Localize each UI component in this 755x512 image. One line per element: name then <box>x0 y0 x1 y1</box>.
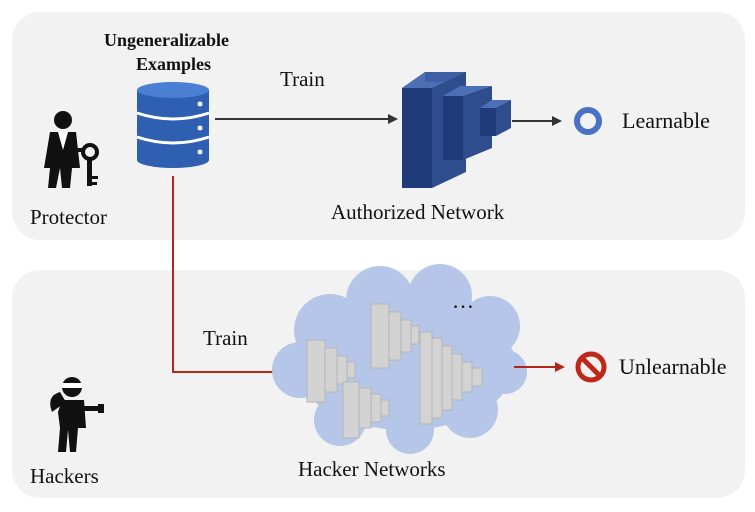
learnable-label: Learnable <box>622 108 710 133</box>
train-label-bottom: Train <box>203 326 248 350</box>
hacker-network-icons <box>306 303 483 439</box>
hackers-label: Hackers <box>30 464 99 488</box>
dataset-title-line1: Ungeneralizable <box>104 30 229 50</box>
protector-icon <box>44 111 99 188</box>
learnable-icon <box>574 107 602 135</box>
hacker-networks-label: Hacker Networks <box>298 457 446 481</box>
authorized-network-icon <box>402 72 511 188</box>
database-icon <box>136 82 210 168</box>
authorized-network-label: Authorized Network <box>331 200 505 224</box>
unlearnable-icon <box>575 351 607 383</box>
ellipsis-label: … <box>452 288 474 313</box>
train-label-top: Train <box>280 67 325 91</box>
train-arrow-bottom <box>172 176 298 377</box>
unlearnable-label: Unlearnable <box>619 354 727 379</box>
authorized-panel <box>12 12 745 240</box>
hacker-icon <box>50 377 104 452</box>
dataset-title-line2: Examples <box>136 54 212 74</box>
protector-label: Protector <box>30 205 107 229</box>
